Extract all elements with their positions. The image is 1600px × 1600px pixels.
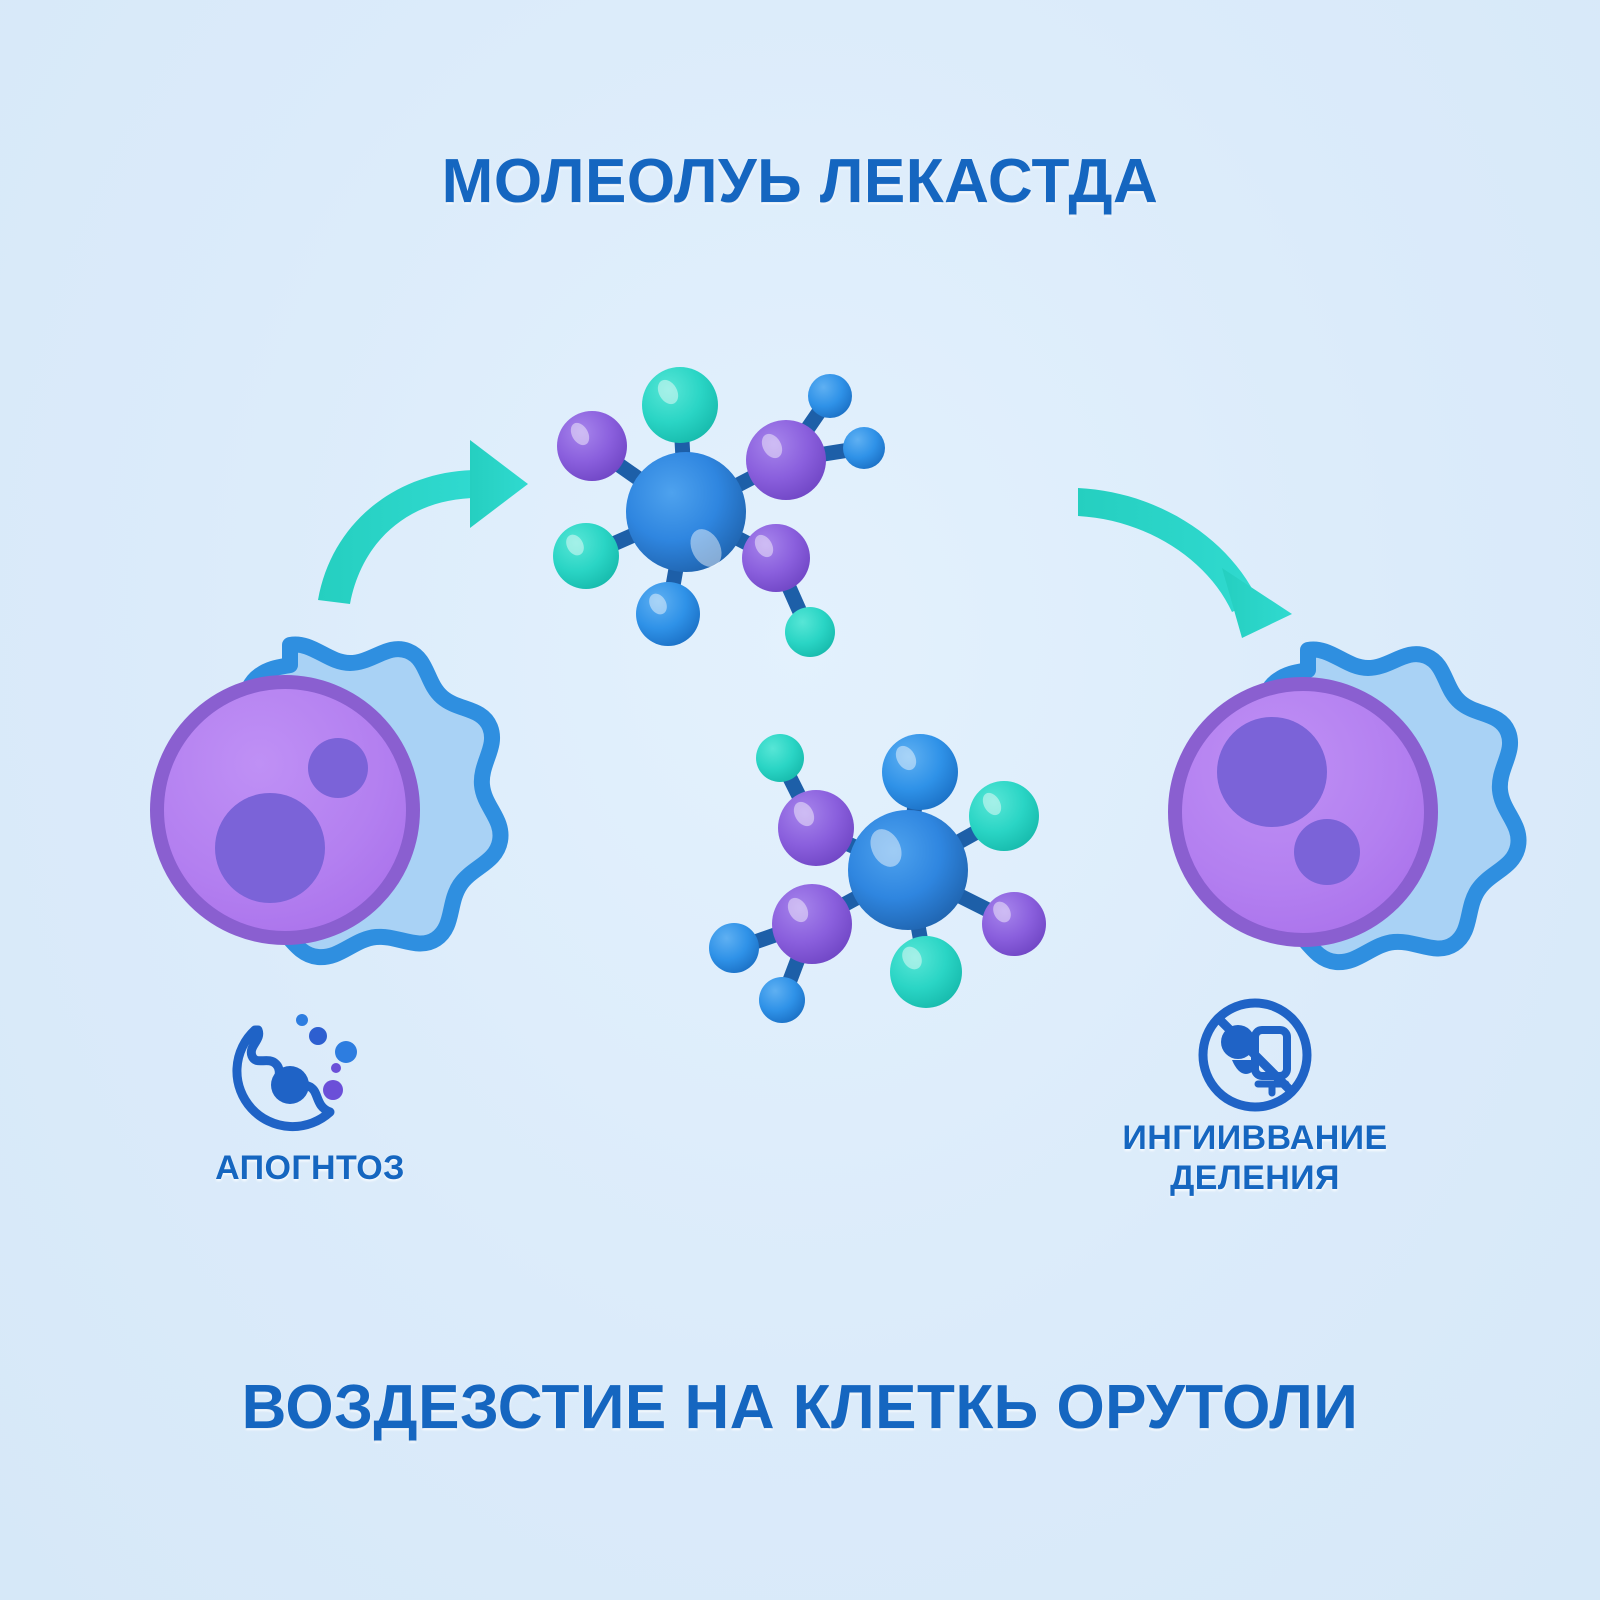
cell-inhibition bbox=[1168, 641, 1527, 971]
atom-teal bbox=[642, 367, 718, 443]
molecule-top bbox=[553, 367, 885, 657]
cell-organelle-small bbox=[308, 738, 368, 798]
page-title: МОЛЕОЛУЬ ЛЕКАСТДА bbox=[441, 147, 1159, 216]
arrow-left bbox=[318, 440, 528, 604]
arrow-right bbox=[1078, 488, 1292, 638]
molecule-bottom bbox=[709, 734, 1046, 1023]
atom-teal bbox=[785, 607, 835, 657]
atom-blue bbox=[709, 923, 759, 973]
atom-teal bbox=[553, 523, 619, 589]
atom-highlights bbox=[787, 745, 1011, 970]
page-subtitle: ВОЗДЕЗСТИЕ НА КЛЕТКЬ ОРУТОЛИ bbox=[241, 1373, 1359, 1442]
atom-teal bbox=[756, 734, 804, 782]
atom-purple bbox=[746, 420, 826, 500]
label-apoptosis: АПОГНТОЗ bbox=[215, 1149, 405, 1187]
cell-organelle-small bbox=[1294, 819, 1360, 885]
atom-blue bbox=[843, 427, 885, 469]
fragmenting-cell-icon bbox=[232, 1014, 357, 1132]
atom-purple bbox=[557, 411, 627, 481]
atom-blue bbox=[882, 734, 958, 810]
cell-apoptosis bbox=[150, 636, 509, 966]
atom-purple bbox=[982, 892, 1046, 956]
atom-blue bbox=[808, 374, 852, 418]
atom-purple bbox=[742, 524, 810, 592]
atom-teal bbox=[969, 781, 1039, 851]
atom-purple bbox=[772, 884, 852, 964]
atom-purple bbox=[778, 790, 854, 866]
atom-center bbox=[626, 452, 746, 572]
label-inhibition-line1: ИНГИИВВАНИЕ bbox=[1122, 1119, 1388, 1157]
no-cell-division-icon bbox=[1198, 998, 1312, 1112]
atom-teal bbox=[890, 936, 962, 1008]
atom-center bbox=[848, 810, 968, 930]
cell-organelle-large bbox=[215, 793, 325, 903]
cell-organelle-large bbox=[1217, 717, 1327, 827]
label-inhibition: ИНГИИВВАНИЕ ДЕЛЕНИЯ bbox=[1085, 1118, 1425, 1198]
atom-blue bbox=[759, 977, 805, 1023]
atom-blue bbox=[636, 582, 700, 646]
atom-highlights bbox=[566, 379, 783, 615]
label-inhibition-line2: ДЕЛЕНИЯ bbox=[1170, 1159, 1340, 1198]
